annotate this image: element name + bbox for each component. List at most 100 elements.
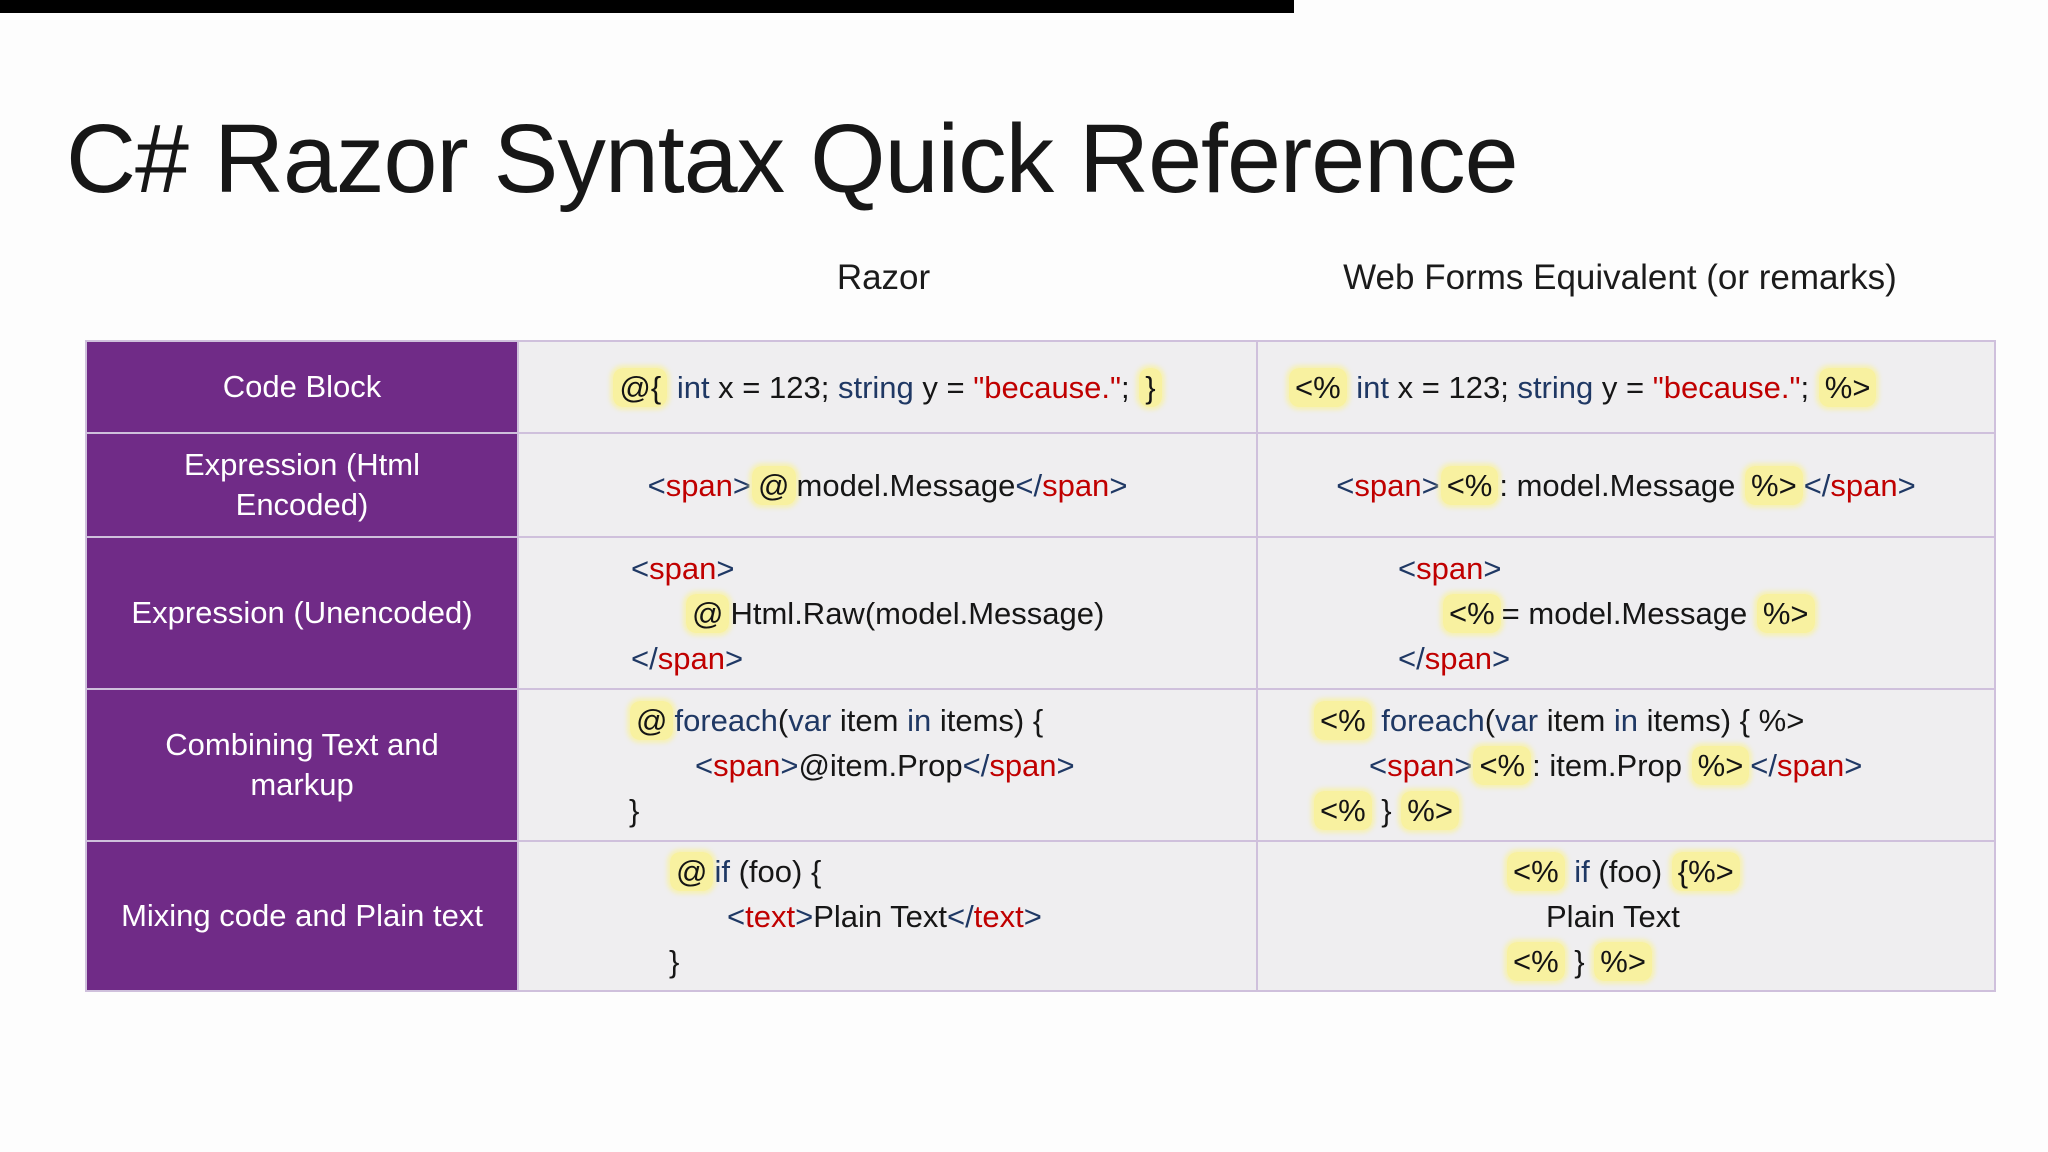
code-line: <span><%: item.Prop %></span>	[1369, 743, 1862, 788]
code-token: >	[795, 898, 814, 934]
code-token: >	[1491, 640, 1511, 676]
code-token: span	[989, 747, 1057, 783]
code-line: <text>Plain Text</text>	[727, 894, 1042, 939]
code-line: <span>	[631, 546, 734, 591]
highlighted-token: <%	[1314, 790, 1372, 830]
code-token: = model.Message	[1501, 595, 1756, 631]
code-token: </	[1015, 467, 1043, 503]
code-token: }	[629, 792, 640, 828]
code-token: items) {	[931, 702, 1044, 738]
code-line: </span>	[631, 636, 743, 681]
code-token: >	[1421, 467, 1440, 503]
code-line: <% foreach(var item in items) { %>	[1313, 698, 1804, 743]
code-line: }	[629, 788, 639, 833]
code-token: Html.Raw(model.Message)	[730, 595, 1105, 631]
code-token: </	[947, 898, 974, 934]
code-token: <	[1369, 747, 1388, 783]
row-label: Mixing code and Plain text	[87, 842, 517, 990]
code-token: >	[1056, 747, 1075, 783]
code-token: items) { %>	[1638, 702, 1805, 738]
highlighted-token: {%>	[1671, 851, 1740, 891]
code-line: @foreach(var item in items) {	[629, 698, 1043, 743]
code-token: ;	[1800, 369, 1818, 405]
webforms-code-cell: <span><%: model.Message %></span>	[1258, 434, 1994, 536]
code-line: <% } %>	[1506, 939, 1653, 984]
razor-code-cell: <span>@model.Message</span>	[519, 434, 1256, 536]
code-token	[668, 370, 677, 405]
code-token: string	[837, 369, 914, 405]
row-label: Code Block	[87, 342, 517, 432]
code-token: >	[1109, 467, 1128, 503]
code-token: foreach	[674, 702, 778, 738]
razor-code-cell: @foreach(var item in items) {<span>@item…	[519, 690, 1256, 840]
column-headers: Razor Web Forms Equivalent (or remarks)	[85, 258, 1988, 298]
highlighted-token: %>	[1691, 745, 1750, 785]
row-label-text: Expression (Html Encoded)	[184, 447, 420, 522]
row-label: Expression (Unencoded)	[87, 538, 517, 688]
code-token: ;	[1121, 369, 1139, 405]
reference-table: Code Block @{ int x = 123; string y = "be…	[85, 340, 1996, 992]
code-line: </span>	[1398, 636, 1510, 681]
code-token: in	[907, 702, 932, 738]
code-token: var	[1495, 702, 1539, 738]
highlighted-token: <%	[1507, 941, 1565, 981]
code-token: item	[1538, 702, 1614, 738]
code-token: >	[780, 747, 799, 783]
code-token: item	[831, 702, 908, 738]
code-token: </	[631, 640, 658, 676]
code-line: <% } %>	[1313, 788, 1460, 833]
code-token: (	[1484, 702, 1496, 738]
code-token: "because."	[1652, 369, 1801, 405]
code-token: span	[1424, 640, 1492, 676]
row-label: Combining Text and markup	[87, 690, 517, 840]
highlighted-token: %>	[1594, 941, 1652, 981]
row-label-text: Combining Text and markup	[165, 727, 439, 802]
highlighted-token: %>	[1401, 790, 1459, 830]
code-token: span	[657, 640, 725, 676]
code-token: span	[649, 550, 717, 586]
code-token	[1373, 703, 1382, 738]
code-token	[1566, 854, 1575, 889]
code-line: <span>@item.Prop</span>	[695, 743, 1075, 788]
highlighted-token: <%	[1507, 851, 1565, 891]
razor-code-cell: <span>@Html.Raw(model.Message)</span>	[519, 538, 1256, 688]
code-token: @item.Prop	[798, 747, 963, 783]
code-token: : item.Prop	[1532, 747, 1691, 783]
row-label-text: Mixing code and Plain text	[121, 898, 483, 933]
code-token: string	[1517, 369, 1594, 405]
code-token: Plain Text	[813, 898, 948, 934]
highlighted-token: @	[630, 700, 674, 740]
header-spacer	[85, 258, 515, 298]
code-token: span	[1416, 550, 1484, 586]
code-token: >	[1483, 550, 1502, 586]
code-token: >	[716, 550, 735, 586]
code-token: (foo)	[1589, 853, 1671, 889]
code-token: >	[732, 467, 752, 503]
code-token: (	[777, 702, 789, 738]
code-token: int	[1356, 369, 1390, 405]
highlighted-token: @{	[613, 367, 668, 407]
highlighted-token: %>	[1756, 593, 1815, 633]
code-token: : model.Message	[1499, 467, 1745, 503]
code-token: >	[1454, 747, 1473, 783]
highlighted-token: @	[670, 851, 714, 891]
code-line: @if (foo) {	[669, 849, 821, 894]
code-line: <span><%: model.Message %></span>	[1336, 463, 1916, 508]
code-line: @{ int x = 123; string y = "because."; }	[612, 365, 1162, 410]
top-black-bar	[0, 0, 1294, 13]
page-title: C# Razor Syntax Quick Reference	[66, 103, 1519, 213]
code-line: <span>@model.Message</span>	[648, 463, 1128, 508]
code-line: @Html.Raw(model.Message)	[685, 591, 1104, 636]
code-token: }	[1565, 943, 1594, 979]
code-token: model.Message	[796, 467, 1016, 503]
code-line: <% if (foo) {%>	[1506, 849, 1741, 894]
code-token: span	[1830, 467, 1898, 503]
code-token: <	[1398, 550, 1417, 586]
code-token: in	[1613, 702, 1639, 738]
row-label: Expression (Html Encoded)	[87, 434, 517, 536]
code-token: text	[973, 898, 1024, 934]
highlighted-token: @	[752, 465, 796, 505]
code-token: y =	[913, 369, 974, 405]
code-token: <	[1336, 467, 1355, 503]
